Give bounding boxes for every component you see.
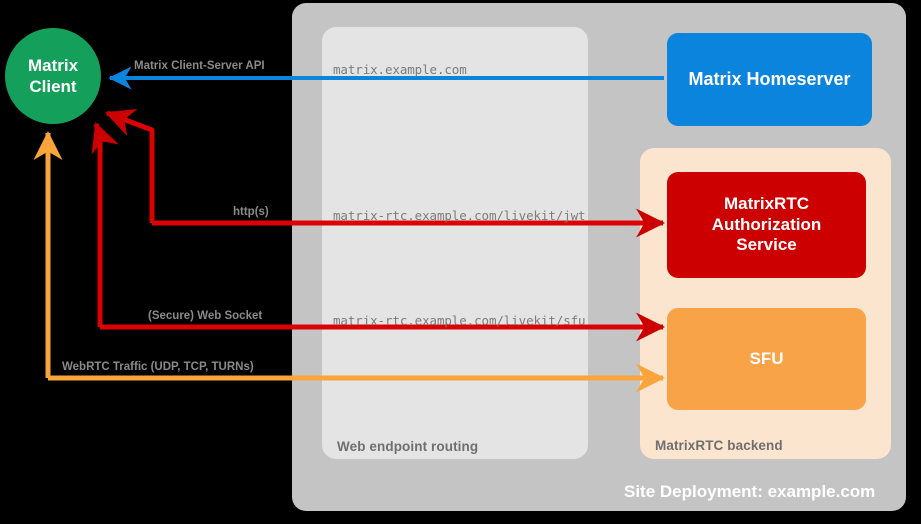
url-label-matrix-example-com: matrix.example.com bbox=[333, 62, 467, 77]
url-label-livekit-sfu: matrix-rtc.example.com/livekit/sfu bbox=[333, 313, 586, 328]
edge-http-jwt bbox=[105, 108, 666, 238]
edge-label-https: http(s) bbox=[233, 206, 269, 218]
homeserver-label: Matrix Homeserver bbox=[688, 68, 851, 89]
auth-service-label-line1: MatrixRTC bbox=[723, 193, 809, 213]
auth-service-label-line3: Service bbox=[736, 235, 797, 255]
matrix-client-label-line2: Client bbox=[29, 77, 77, 96]
web-endpoint-routing-container bbox=[322, 27, 588, 459]
edge-secure-websocket bbox=[91, 122, 666, 342]
matrix-client-label-line1: Matrix bbox=[27, 56, 79, 75]
web-endpoint-routing-label: Web endpoint routing bbox=[337, 439, 479, 454]
edge-webrtc-traffic bbox=[33, 130, 666, 393]
auth-service-label-line2: Authorization bbox=[711, 214, 822, 234]
edge-label-secure-websocket: (Secure) Web Socket bbox=[148, 310, 263, 322]
matrixrtc-backend-label: MatrixRTC backend bbox=[655, 438, 783, 453]
node-matrix-client[interactable]: Matrix Client bbox=[5, 28, 101, 124]
edge-label-matrix-client-server-api: Matrix Client-Server API bbox=[134, 60, 265, 72]
edge-label-webrtc-traffic: WebRTC Traffic (UDP, TCP, TURNs) bbox=[62, 361, 254, 373]
sfu-label: SFU bbox=[749, 348, 784, 368]
node-matrixrtc-authorization-service[interactable]: MatrixRTC Authorization Service bbox=[667, 172, 866, 278]
node-sfu[interactable]: SFU bbox=[667, 308, 866, 410]
url-label-livekit-jwt: matrix-rtc.example.com/livekit/jwt bbox=[333, 208, 586, 223]
site-deployment-label: Site Deployment: example.com bbox=[624, 482, 876, 501]
node-matrix-homeserver[interactable]: Matrix Homeserver bbox=[667, 33, 872, 126]
